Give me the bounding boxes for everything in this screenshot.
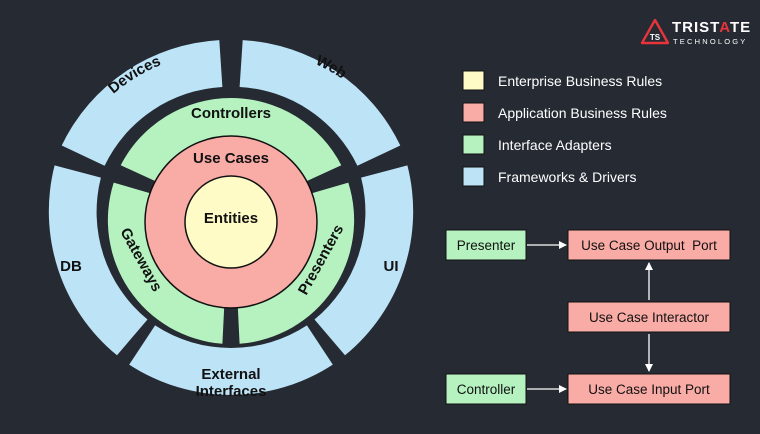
flow-diagram: Presenter Use Case Output Port Use Case … <box>445 229 731 405</box>
legend-swatch-adapters <box>462 134 485 155</box>
input-port-box <box>567 373 731 405</box>
interactor-label: Use Case Interactor <box>589 310 710 325</box>
ring-segment-ui <box>314 165 414 356</box>
legend-label-frameworks: Frameworks & Drivers <box>498 169 636 185</box>
legend: Enterprise Business Rules Application Bu… <box>462 70 667 187</box>
label-external-line1: External <box>201 366 260 383</box>
legend-item-enterprise: Enterprise Business Rules <box>462 70 662 91</box>
brand-name-accent-letter: A <box>719 19 730 36</box>
logo-triangle-icon <box>640 18 670 45</box>
legend-item-frameworks: Frameworks & Drivers <box>462 166 636 187</box>
ring-segment-presenters <box>237 182 355 344</box>
logo-mark: TS <box>650 33 661 42</box>
controller-box <box>445 373 527 405</box>
label-db: DB <box>60 258 82 275</box>
legend-label-application: Application Business Rules <box>498 105 667 121</box>
onion-diagram: Entities Use Cases Controllers Gateways … <box>48 40 414 400</box>
controller-label: Controller <box>457 382 516 397</box>
label-external-line2: Interfaces <box>196 383 267 400</box>
entities-circle <box>184 175 278 269</box>
ring-segment-devices <box>61 40 223 166</box>
legend-swatch-application <box>462 102 485 123</box>
interactor-box <box>567 301 731 333</box>
brand-tagline: TECHNOLOGY <box>673 37 748 46</box>
label-controllers: Controllers <box>191 105 271 122</box>
presenter-box <box>445 229 527 261</box>
presenter-label: Presenter <box>457 238 516 253</box>
legend-item-application: Application Business Rules <box>462 102 667 123</box>
legend-label-enterprise: Enterprise Business Rules <box>498 73 662 89</box>
ring-segment-db <box>48 165 148 356</box>
output-port-label: Use Case Output Port <box>581 238 717 253</box>
ring-segment-gateways <box>107 182 225 344</box>
legend-item-adapters: Interface Adapters <box>462 134 612 155</box>
input-port-label: Use Case Input Port <box>588 382 710 397</box>
label-entities: Entities <box>204 210 258 227</box>
label-ui: UI <box>384 258 399 275</box>
brand-logo: TS TRISTATE TECHNOLOGY <box>640 18 751 46</box>
legend-label-adapters: Interface Adapters <box>498 137 612 153</box>
label-use-cases: Use Cases <box>193 150 269 167</box>
legend-swatch-enterprise <box>462 70 485 91</box>
brand-name: TRISTATE <box>672 19 751 36</box>
output-port-box <box>567 229 731 261</box>
ring-segment-web <box>239 40 401 166</box>
legend-swatch-frameworks <box>462 166 485 187</box>
ring-segment-external-interfaces <box>129 325 333 395</box>
